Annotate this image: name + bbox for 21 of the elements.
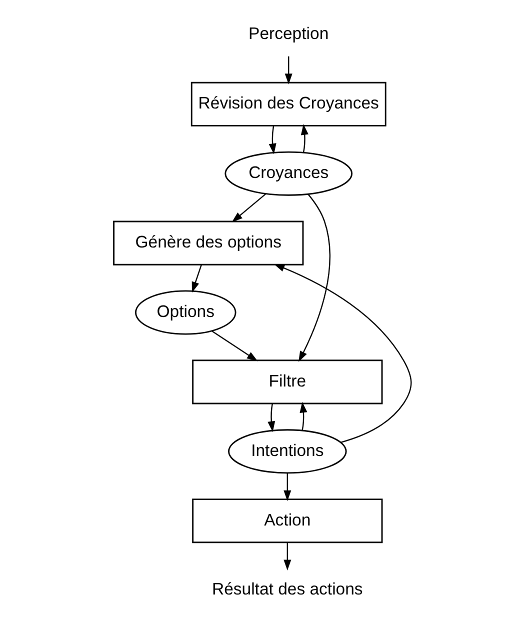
arrow [284, 542, 292, 571]
arrow [284, 473, 292, 502]
arrow [212, 330, 258, 362]
node-text: Résultat des actions [212, 580, 363, 599]
node-ellipse: Intentions [228, 429, 347, 474]
node-box: Révision des Croyances [190, 82, 386, 126]
arrow [300, 402, 308, 430]
node-box: Filtre [192, 360, 383, 404]
node-ellipse: Croyances [224, 151, 353, 196]
arrow [268, 126, 276, 154]
node-text: Perception [248, 24, 329, 44]
arrow [268, 404, 276, 432]
node-box: Action [192, 498, 383, 544]
arrow [232, 193, 266, 222]
arrow [284, 56, 292, 84]
node-ellipse: Options [135, 290, 236, 335]
node-box: Génère des options [113, 220, 304, 266]
arrow [300, 124, 308, 153]
arrow [298, 194, 330, 362]
arrow [274, 264, 412, 443]
arrow [192, 264, 202, 293]
